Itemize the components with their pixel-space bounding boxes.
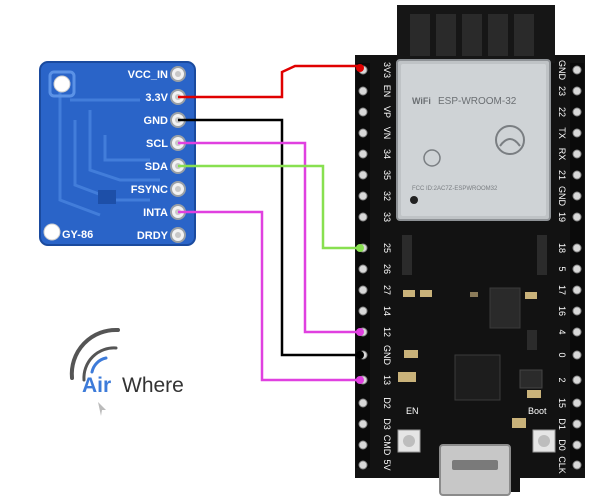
- wire-end-inta: [356, 376, 364, 384]
- fcc-id-text: FCC ID:2AC7Z-ESPWROOM32: [412, 186, 498, 192]
- pin-label-21: 21: [557, 170, 567, 180]
- pointer-icon: [98, 402, 106, 416]
- pin-label-13: 13: [382, 375, 392, 385]
- pin-label-3v3: 3V3: [382, 62, 392, 78]
- pin-label-gnd-left: GND: [382, 345, 392, 366]
- pin-label-5: 5: [557, 266, 567, 271]
- pin-label-4: 4: [557, 329, 567, 334]
- wire-end-3v3: [356, 64, 364, 72]
- pin-label-gnd-right: GND: [557, 186, 567, 207]
- logo-where: Where: [122, 374, 184, 397]
- pin-label-rx: RX: [557, 148, 567, 161]
- pin-label-25: 25: [382, 243, 392, 253]
- svg-text:INTA: INTA: [143, 207, 168, 219]
- svg-text:GND: GND: [144, 115, 169, 127]
- sensor-pin-fsync: FSYNC: [131, 181, 186, 197]
- espressif-logo-icon: [495, 125, 525, 155]
- boot-button[interactable]: Boot: [528, 406, 556, 453]
- wires: [178, 64, 364, 384]
- en-button-label: EN: [406, 406, 419, 416]
- wire-3v3: [178, 64, 360, 99]
- en-button[interactable]: EN: [397, 406, 421, 453]
- wire-sda: [178, 164, 360, 250]
- pin-label-27: 27: [382, 285, 392, 295]
- pin-label-en: EN: [382, 85, 392, 98]
- wire-end-sda: [356, 244, 364, 252]
- pin-label-0: 0: [557, 352, 567, 357]
- pin-label-34: 34: [382, 149, 392, 159]
- pin-label-23: 23: [557, 86, 567, 96]
- wire-inta: [178, 210, 360, 382]
- pin-label-gnd-top: GND: [557, 60, 567, 81]
- pin-label-5v: 5V: [382, 459, 392, 470]
- module-brand-text: WiFi: [412, 96, 431, 106]
- left-pin-labels: 3V3 EN VP VN 34 35 32 33 25 26 27 14 12 …: [382, 62, 392, 471]
- left-pin-header: [356, 63, 370, 470]
- sensor-model-label: GY-86: [62, 229, 93, 241]
- pin-label-33: 33: [382, 212, 392, 222]
- pin-label-12: 12: [382, 327, 392, 337]
- pin-label-19: 19: [557, 212, 567, 222]
- pin-label-35: 35: [382, 170, 392, 180]
- right-pin-labels: GND 23 22 TX RX 21 GND 19 18 5 17 16 4 0…: [557, 60, 567, 474]
- gy86-sensor-board: GY-86 VCC_IN 3.3V GND SCL SDA FSYNC INTA…: [39, 61, 196, 246]
- boot-button-label: Boot: [528, 406, 547, 416]
- svg-text:FSYNC: FSYNC: [131, 184, 168, 196]
- pin-label-cmd: CMD: [382, 435, 392, 456]
- wire-end-gnd: [356, 351, 364, 359]
- pin-label-22: 22: [557, 107, 567, 117]
- pin-label-tx: TX: [557, 127, 567, 139]
- certification-mark-icon: [423, 149, 441, 167]
- pin-label-32: 32: [382, 191, 392, 201]
- sensor-pin-inta: INTA: [143, 204, 186, 220]
- esp32-devkit-board: WiFi ESP-WROOM-32 FCC ID:2AC7Z-ESPWROOM3…: [355, 5, 585, 496]
- svg-text:SDA: SDA: [145, 161, 168, 173]
- svg-text:VCC_IN: VCC_IN: [128, 69, 168, 81]
- pin-label-d0: D0: [557, 439, 567, 451]
- pin-label-26: 26: [382, 264, 392, 274]
- wire-gnd: [178, 118, 360, 357]
- pin-label-16: 16: [557, 306, 567, 316]
- sensor-pin-vcc-in: VCC_IN: [128, 66, 186, 82]
- pin-label-d1: D1: [557, 418, 567, 430]
- svg-text:3.3V: 3.3V: [145, 92, 168, 104]
- pin-label-15: 15: [557, 398, 567, 408]
- pin-label-d3: D3: [382, 418, 392, 430]
- svg-text:DRDY: DRDY: [137, 230, 169, 242]
- pin-label-2: 2: [557, 377, 567, 382]
- signal-arc-icon: [69, 327, 120, 380]
- pin-label-clk: CLK: [557, 456, 567, 474]
- module-name-text: ESP-WROOM-32: [438, 96, 517, 107]
- pin-label-d2: D2: [382, 397, 392, 409]
- board-components: [398, 235, 547, 428]
- pin-label-17: 17: [557, 285, 567, 295]
- micro-usb-connector[interactable]: [439, 444, 511, 496]
- sensor-pin-drdy: DRDY: [137, 227, 186, 243]
- right-pin-header: [570, 63, 584, 470]
- airwhere-logo: Air Where: [69, 327, 184, 416]
- svg-text:SCL: SCL: [146, 138, 168, 150]
- pin-label-18: 18: [557, 243, 567, 253]
- wire-end-scl: [356, 328, 364, 336]
- pin-label-vp: VP: [382, 106, 392, 118]
- pin-label-vn: VN: [382, 127, 392, 140]
- wire-scl: [178, 141, 360, 334]
- logo-air: Air: [82, 374, 111, 397]
- pin-label-14: 14: [382, 306, 392, 316]
